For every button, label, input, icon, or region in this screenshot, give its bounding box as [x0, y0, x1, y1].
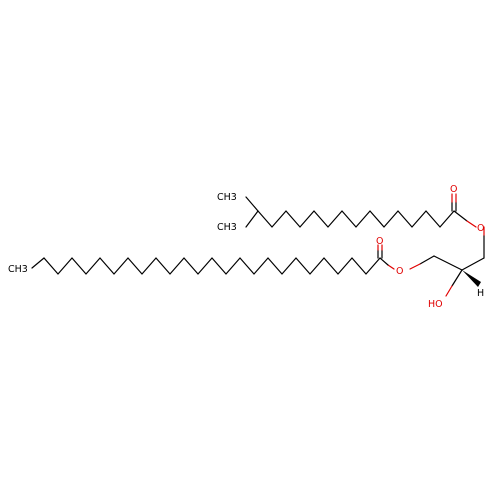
top-acyl-chain: [245, 193, 485, 259]
oxygen-label: O: [376, 236, 383, 247]
bond: [419, 255, 435, 265]
bond: [409, 263, 421, 270]
wedge-bond: [462, 270, 481, 287]
bond: [466, 220, 477, 228]
glycerol-backbone: [409, 255, 485, 297]
bond: [245, 210, 259, 228]
ch3-label: CH3: [217, 192, 237, 203]
bond: [453, 210, 468, 222]
bond: [245, 196, 259, 212]
bond: [257, 210, 455, 228]
oxygen-label: O: [396, 266, 403, 277]
hydrogen-label: H: [477, 288, 484, 299]
bond: [387, 264, 395, 270]
bond: [433, 255, 463, 271]
bond: [451, 269, 463, 287]
oxygen-label: O: [477, 223, 484, 234]
bond: [31, 257, 381, 275]
ch3-label: CH3: [217, 222, 237, 233]
hydroxyl-label: HO: [428, 299, 443, 310]
ch3-label: CH3: [8, 264, 28, 275]
bond: [379, 257, 389, 266]
atom-labels: CH3 CH3 CH3 O O O O HO H: [8, 184, 484, 310]
oxygen-label: O: [450, 184, 457, 195]
bond: [461, 257, 485, 271]
bond: [445, 285, 453, 297]
bottom-acyl-chain: [31, 244, 395, 275]
